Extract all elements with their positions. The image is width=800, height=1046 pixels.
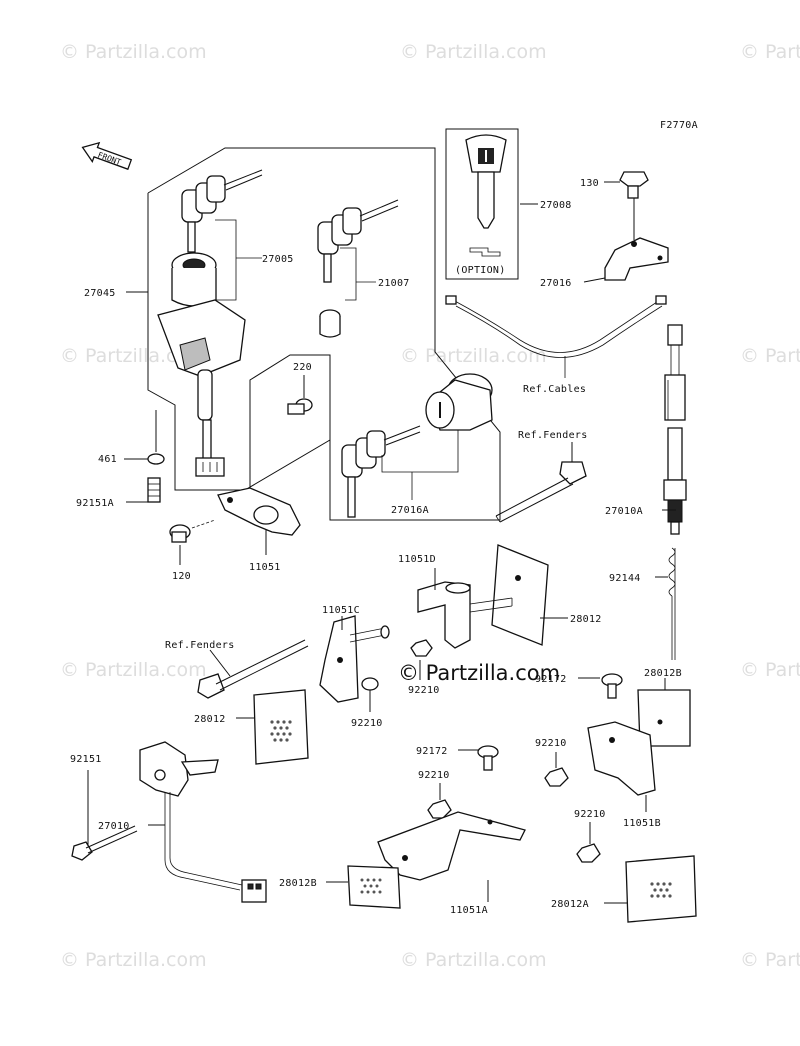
watermark: © Partzilla.com [400,345,547,367]
spring-92144 [668,547,676,660]
part-label: 28012 [194,714,226,725]
ref-cables: Ref.Cables [523,384,586,395]
part-label: 120 [172,571,191,582]
watermark: © Partzilla.com [740,949,800,971]
part-label: 92144 [609,573,641,584]
nut-92210-lower-right [576,843,601,863]
bracket-11051B [587,721,656,796]
ignition-switch-27045 [157,252,246,477]
part-label: 27010 [98,821,130,832]
part-label: 27010A [605,506,643,517]
part-label: 92151 [70,754,102,765]
front-arrow-icon: FRONT [81,141,133,171]
bracket-11051C [319,615,390,703]
watermark: © Partzilla.com [740,345,800,367]
watermark: © Partzilla.com [740,659,800,681]
plate-11051 [217,487,301,536]
bolt-92151A [147,477,161,503]
reflector-28012-right [491,544,549,646]
cables [445,295,667,358]
watermark: © Partzilla.com [60,41,207,63]
part-label: 92210 [535,738,567,749]
key-set-27005 [181,169,263,253]
part-label: 11051C [322,605,360,616]
part-label: 27008 [540,200,572,211]
key-set-21007 [317,199,399,338]
part-label: 92210 [418,770,450,781]
part-label: 21007 [378,278,410,289]
option-label: (OPTION) [455,265,506,276]
switch-27010 [139,741,267,903]
reflector-28012-left [253,689,309,765]
reflector-28012A [625,855,697,923]
long-bolt-left [197,639,309,699]
watermark: © Partzilla.com [60,659,207,681]
part-label: 92210 [351,718,383,729]
part-label: 11051D [398,554,436,565]
bracket-11051A [377,811,526,881]
part-label: 28012 [570,614,602,625]
long-bolt-right [495,461,587,523]
part-label: 11051A [450,905,488,916]
ref-fenders-right: Ref.Fenders [518,430,588,441]
part-label: 220 [293,362,312,373]
part-label: 92172 [535,674,567,685]
part-label: 27016 [540,278,572,289]
watermark: © Partzilla.com [60,345,207,367]
screw-92172-right [601,673,623,699]
watermark: © Partzilla.com [60,949,207,971]
part-label: 27045 [84,288,116,299]
bolt-220 [287,398,313,415]
part-label: 461 [98,454,117,465]
option-key-box [445,128,519,280]
figure-code: F2770A [660,120,698,131]
part-label: 130 [580,178,599,189]
bolt-130 [619,171,649,199]
bracket-11051D [417,581,513,649]
part-label: 92151A [76,498,114,509]
part-label: 92172 [416,746,448,757]
part-label: 92210 [574,809,606,820]
watermark: © Partzilla.com [400,949,547,971]
switch-27010A [663,324,687,535]
part-label: 27005 [262,254,294,265]
part-label: 27016A [391,505,429,516]
part-label: 92210 [408,685,440,696]
part-labels: 27005 21007 27045 27008 130 27016 Ref.Ca… [70,178,682,916]
part-label: 11051B [623,818,661,829]
kawasaki-logo-icon [465,134,507,173]
ref-fenders-left: Ref.Fenders [165,640,235,651]
bolt-92151 [71,825,138,861]
nut-92210-left [361,677,379,691]
washer-461 [147,453,165,465]
bolt-120 [169,524,191,543]
reflector-28012B-right [637,689,691,747]
part-label: 28012B [279,878,317,889]
part-label: 28012B [644,668,682,679]
watermarks: © Partzilla.com © Partzilla.com © Partzi… [60,41,800,971]
watermark: © Partzilla.com [740,41,800,63]
reflector-28012B-left [347,865,401,909]
bracket-27016 [604,237,669,281]
lock-27016A [341,373,493,518]
screw-92172-center [477,745,499,771]
watermark: © Partzilla.com [400,41,547,63]
part-label: 11051 [249,562,281,573]
nut-92210-right-mid [544,767,569,787]
part-label: 28012A [551,899,589,910]
nut-92210-center [410,639,433,657]
watermark-center: © Partzilla.com [398,661,560,685]
